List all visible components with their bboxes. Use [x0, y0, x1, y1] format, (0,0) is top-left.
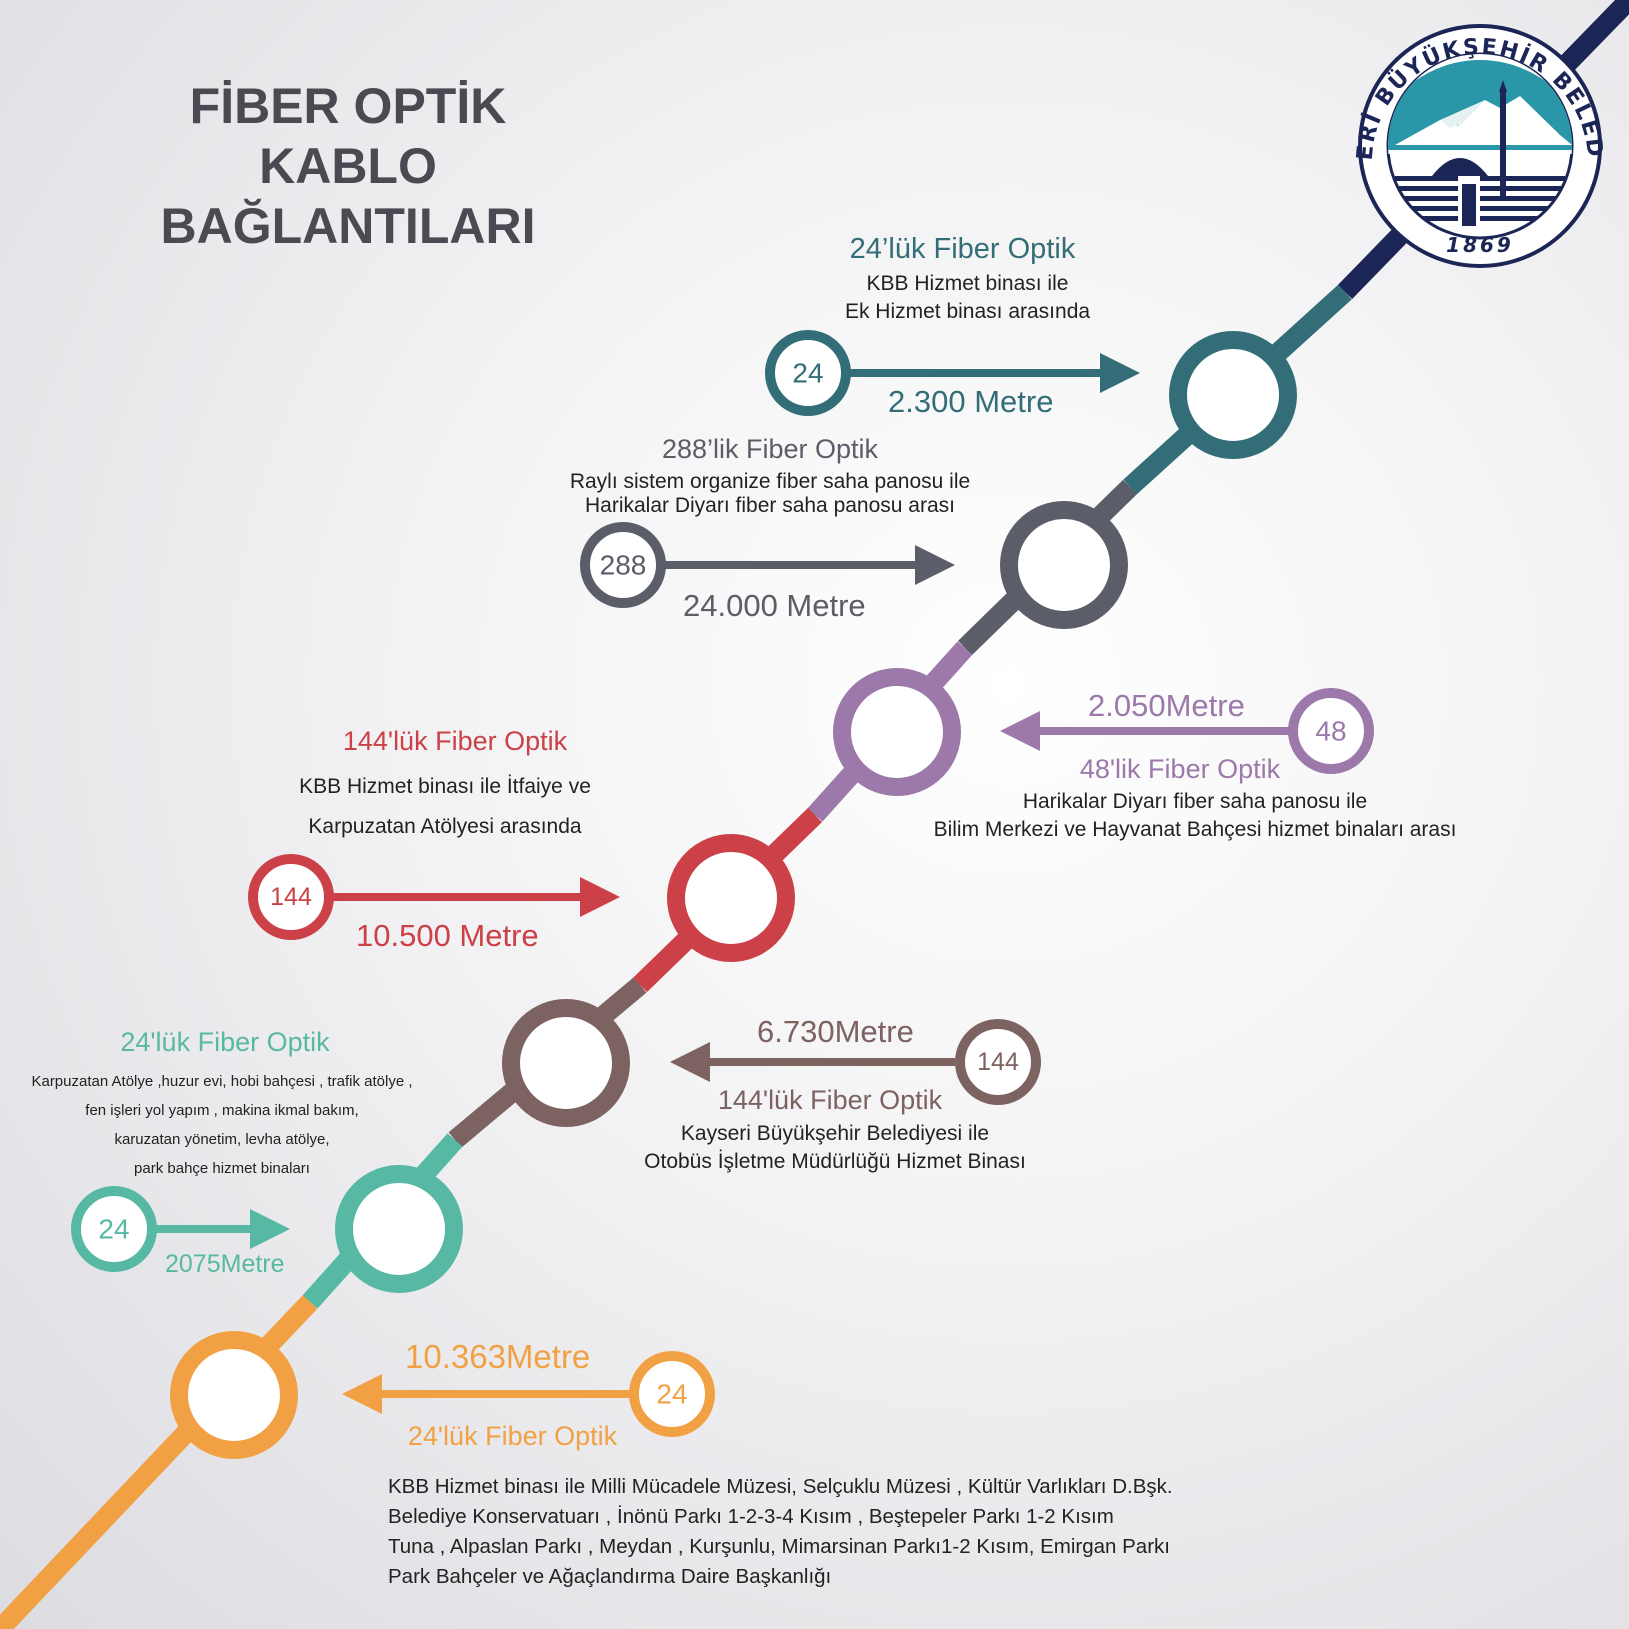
timeline-node-2: [1000, 501, 1128, 629]
connection-heading-3: 48'lik Fiber Optik: [1079, 754, 1281, 784]
description-line: Karpuzatan Atölye ,huzur evi, hobi bahçe…: [31, 1073, 413, 1090]
page-title-line-2: BAĞLANTILARI: [160, 198, 536, 254]
fiber-badge-6: 24: [71, 1186, 157, 1272]
connection-description-6: Karpuzatan Atölye ,huzur evi, hobi bahçe…: [22, 1067, 422, 1183]
connection-distance-7: 10.363Metre: [405, 1338, 591, 1375]
connection-heading-2: 288’lik Fiber Optik: [661, 434, 879, 464]
description-line: karuzatan yönetim, levha atölye,: [114, 1131, 330, 1148]
connection-heading-4: 144'lük Fiber Optik: [342, 726, 568, 756]
description-line: Tuna , Alpaslan Parkı , Meydan , Kurşunl…: [388, 1535, 1170, 1558]
description-line: park bahçe hizmet binaları: [134, 1160, 310, 1177]
description-line: KBB Hizmet binası ile Milli Mücadele Müz…: [388, 1475, 1173, 1498]
description-line: fen işleri yol yapım , makina ikmal bakı…: [85, 1102, 359, 1119]
timeline-node-1: [1169, 331, 1297, 459]
connection-arrow-6: [155, 1209, 290, 1249]
connection-description-2: Raylı sistem organize fiber saha panosu …: [540, 470, 1000, 518]
fiber-badge-5: 144: [955, 1019, 1041, 1105]
description-line: KBB Hizmet binası ile: [866, 272, 1069, 295]
description-line: Karpuzatan Atölyesi arasında: [308, 815, 582, 838]
fiber-badge-4: 144: [248, 854, 334, 940]
fiber-badge-7: 24: [629, 1351, 715, 1437]
description-line: Kayseri Büyükşehir Belediyesi ile: [680, 1122, 990, 1145]
fiber-badge-1: 24: [765, 330, 851, 416]
connection-arrow-2: [665, 545, 955, 585]
connection-distance-1: 2.300 Metre: [888, 384, 1054, 419]
connection-description-4: KBB Hizmet binası ile İtfaiye ve Karpuza…: [265, 767, 625, 847]
connection-distance-2: 24.000 Metre: [683, 588, 866, 623]
description-line: KBB Hizmet binası ile İtfaiye ve: [299, 775, 591, 798]
connection-description-1: KBB Hizmet binası ile Ek Hizmet binası a…: [780, 270, 1155, 326]
fiber-badge-label: 48: [1315, 716, 1346, 747]
connection-arrow-3: [1000, 711, 1290, 751]
timeline-node-6: [335, 1165, 463, 1293]
timeline-node-7: [170, 1331, 298, 1459]
description-line: Raylı sistem organize fiber saha panosu …: [569, 470, 971, 493]
connection-description-7: KBB Hizmet binası ile Milli Mücadele Müz…: [388, 1472, 1173, 1592]
mountain-mosque-emblem-icon: [1388, 54, 1572, 226]
description-line: Bilim Merkezi ve Hayvanat Bahçesi hizmet…: [933, 818, 1457, 841]
fiber-badge-label: 144: [270, 883, 312, 911]
description-line: Harikalar Diyarı fiber saha panosu arası: [584, 494, 955, 517]
fiber-badge-label: 288: [600, 550, 647, 581]
logo-year: 1869: [1446, 233, 1514, 257]
connection-description-5: Kayseri Büyükşehir Belediyesi ile Otobüs…: [610, 1120, 1060, 1176]
fiber-badge-label: 24: [792, 358, 823, 389]
fiber-badge-3: 48: [1288, 688, 1374, 774]
connection-heading-5: 144'lük Fiber Optik: [717, 1085, 943, 1115]
connection-arrow-7: [342, 1374, 635, 1414]
connection-distance-3: 2.050Metre: [1088, 688, 1245, 723]
connection-distance-4: 10.500 Metre: [356, 918, 539, 953]
page-title: FİBER OPTİK KABLO BAĞLANTILARI: [98, 76, 598, 256]
timeline-node-5: [502, 999, 630, 1127]
connection-distance-6: 2075Metre: [165, 1250, 285, 1278]
page-title-line-1: FİBER OPTİK KABLO: [189, 78, 507, 194]
timeline-node-3: [833, 668, 961, 796]
connection-distance-5: 6.730Metre: [757, 1014, 914, 1049]
connection-heading-7: 24'lük Fiber Optik: [407, 1421, 618, 1451]
fiber-badge-label: 24: [98, 1214, 129, 1245]
description-line: Otobüs İşletme Müdürlüğü Hizmet Binası: [644, 1150, 1026, 1173]
fiber-badge-label: 24: [656, 1379, 687, 1410]
description-line: Park Bahçeler ve Ağaçlandırma Daire Başk…: [388, 1565, 832, 1588]
fiber-badge-label: 144: [977, 1048, 1019, 1076]
description-line: Belediye Konservatuarı , İnönü Parkı 1-2…: [388, 1505, 1114, 1528]
description-line: Harikalar Diyarı fiber saha panosu ile: [1022, 790, 1368, 813]
connection-arrow-4: [333, 877, 620, 917]
connection-arrow-5: [670, 1042, 955, 1082]
connection-heading-6: 24'lük Fiber Optik: [120, 1027, 330, 1057]
timeline-node-4: [667, 834, 795, 962]
connection-arrow-1: [850, 353, 1140, 393]
description-line: Ek Hizmet binası arasında: [844, 300, 1091, 323]
connection-heading-1: 24’lük Fiber Optik: [849, 233, 1076, 265]
connection-description-3: Harikalar Diyarı fiber saha panosu ile B…: [900, 788, 1490, 844]
fiber-badge-2: 288: [580, 522, 666, 608]
